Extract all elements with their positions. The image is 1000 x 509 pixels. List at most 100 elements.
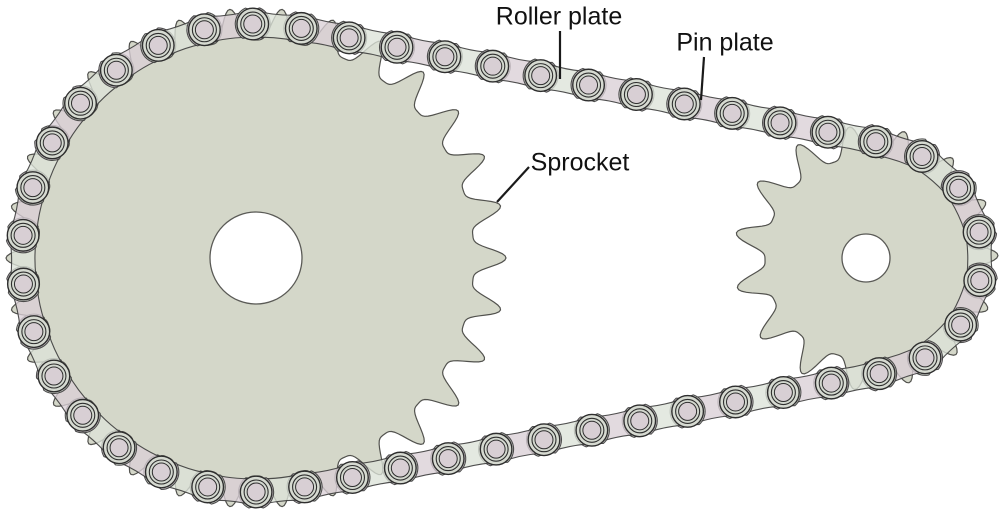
chain-roller bbox=[862, 357, 896, 391]
roller-pin bbox=[44, 366, 64, 386]
large-sprocket-bore bbox=[209, 211, 303, 305]
chain-roller bbox=[144, 455, 178, 489]
roller-pin bbox=[435, 47, 455, 67]
roller-pin bbox=[915, 348, 935, 368]
chain-roller bbox=[6, 218, 40, 252]
chain-roller bbox=[16, 171, 50, 205]
chain-roller bbox=[667, 87, 701, 121]
chain-roller bbox=[908, 341, 942, 375]
chain-roller bbox=[524, 59, 558, 93]
roller-pin bbox=[246, 482, 266, 502]
chain-roller bbox=[288, 470, 322, 504]
roller-pin bbox=[582, 420, 602, 440]
chain-roller bbox=[942, 171, 976, 205]
chain-roller bbox=[236, 7, 270, 41]
roller-pin bbox=[71, 93, 90, 113]
roller-pin bbox=[486, 439, 506, 459]
chain-roller bbox=[811, 115, 845, 149]
chain-roller bbox=[814, 366, 848, 400]
roller-pin bbox=[342, 467, 362, 487]
roller-pin bbox=[951, 315, 971, 335]
chain-roller bbox=[383, 451, 417, 485]
leader-lines bbox=[496, 31, 706, 203]
chain-roller bbox=[963, 264, 997, 298]
chain-roller bbox=[239, 475, 273, 509]
chain-roller bbox=[141, 28, 175, 62]
chain-roller bbox=[431, 442, 465, 476]
roller-pin bbox=[969, 222, 989, 242]
roller-pin bbox=[970, 271, 990, 291]
roller-pin bbox=[773, 383, 793, 403]
roller-pin bbox=[726, 392, 745, 412]
roller-pin bbox=[291, 18, 311, 38]
roller-pin bbox=[630, 411, 650, 431]
chain-roller bbox=[572, 68, 606, 102]
roller-pin bbox=[770, 113, 790, 133]
roller-pin bbox=[579, 75, 599, 95]
chain-roller bbox=[284, 11, 318, 45]
chain-roller bbox=[35, 126, 69, 160]
roller-pin bbox=[243, 14, 263, 34]
label-roller-plate: Roller plate bbox=[495, 2, 623, 31]
chain-roller bbox=[715, 96, 749, 130]
leader-line-pin-plate bbox=[699, 56, 706, 101]
roller-pin bbox=[869, 364, 889, 384]
chain-roller bbox=[671, 394, 705, 428]
roller-pin bbox=[339, 28, 359, 48]
chain-roller bbox=[944, 308, 978, 342]
roller-pin bbox=[148, 35, 168, 55]
roller-pin bbox=[626, 85, 646, 104]
chain-roller bbox=[623, 404, 657, 438]
chain-roller bbox=[187, 13, 221, 47]
roller-pin bbox=[109, 438, 129, 458]
roller-pin bbox=[194, 20, 214, 40]
chain-roller bbox=[719, 385, 753, 419]
roller-pin bbox=[949, 178, 969, 198]
chain-roller bbox=[102, 431, 136, 465]
chain-roller bbox=[619, 77, 653, 111]
chain-roller bbox=[191, 470, 225, 504]
roller-pin bbox=[821, 373, 841, 393]
chain-roller bbox=[527, 423, 561, 457]
roller-pin bbox=[42, 133, 62, 153]
chain-rollers bbox=[6, 7, 997, 509]
roller-pin bbox=[106, 60, 126, 80]
roller-pin bbox=[912, 146, 932, 166]
chain-roller bbox=[17, 315, 51, 349]
roller-pin bbox=[295, 477, 315, 497]
roller-pin bbox=[151, 462, 171, 482]
chain-roller bbox=[66, 398, 100, 432]
roller-pin bbox=[531, 66, 551, 86]
roller-pin bbox=[678, 401, 698, 421]
chain-roller bbox=[6, 267, 40, 301]
label-sprocket: Sprocket bbox=[530, 148, 630, 177]
chain-roller bbox=[476, 49, 510, 83]
roller-pin bbox=[866, 132, 886, 152]
roller-pin bbox=[438, 449, 458, 469]
chain-roller bbox=[905, 139, 939, 173]
roller-pin bbox=[13, 274, 33, 294]
chain-roller bbox=[766, 376, 800, 410]
chain-roller bbox=[63, 86, 97, 120]
sprockets bbox=[5, 8, 999, 508]
chain-roller bbox=[380, 30, 414, 64]
small-sprocket-bore bbox=[841, 233, 891, 283]
roller-pin bbox=[390, 458, 410, 478]
chain-roller bbox=[335, 460, 369, 494]
leader-line-sprocket bbox=[496, 166, 530, 203]
roller-pin bbox=[722, 103, 742, 123]
roller-pin bbox=[23, 178, 43, 198]
roller-pin bbox=[198, 477, 218, 497]
chain-roller bbox=[859, 125, 893, 159]
chain-roller bbox=[99, 53, 133, 87]
label-pin-plate: Pin plate bbox=[676, 28, 774, 57]
chain-roller bbox=[37, 359, 71, 393]
chain-roller bbox=[763, 106, 797, 140]
roller-pin bbox=[73, 405, 93, 425]
roller-pin bbox=[483, 56, 503, 76]
roller-pin bbox=[13, 225, 33, 245]
chain-roller bbox=[575, 413, 609, 447]
chain-roller bbox=[479, 432, 513, 466]
